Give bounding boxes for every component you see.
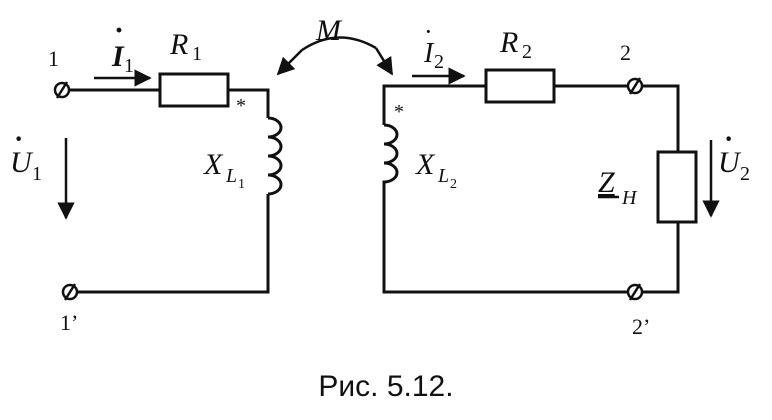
resistor-r1 — [158, 72, 230, 108]
u1-dot: · — [14, 124, 23, 155]
u1-symbol: U — [10, 146, 34, 179]
xl2-subsubscript: 2 — [450, 177, 457, 192]
terminal-1-prime — [61, 283, 79, 301]
u1-subscript: 1 — [32, 163, 42, 185]
mutual-arc — [301, 36, 377, 52]
mutual-label: M — [315, 14, 343, 47]
r1-subscript: 1 — [192, 43, 202, 65]
dot-mark-right: * — [394, 101, 404, 123]
r2-subscript: 2 — [522, 41, 532, 63]
xl1-subsubscript: 1 — [238, 177, 245, 192]
i1-subscript: 1 — [124, 55, 134, 77]
zh-subscript: H — [621, 187, 638, 209]
terminal-1p-label: 1’ — [60, 310, 78, 335]
primary-wires — [68, 88, 270, 294]
terminal-1 — [53, 81, 71, 99]
xl2-symbol: X — [415, 148, 436, 181]
xl2-subscript: L — [437, 165, 449, 187]
dot-mark-left: * — [236, 95, 246, 117]
inductor-l1 — [267, 116, 283, 196]
u2-subscript: 2 — [740, 163, 750, 185]
xl1-symbol: X — [203, 148, 224, 181]
terminal-2-prime — [626, 283, 644, 301]
resistor-r2 — [484, 68, 556, 104]
xl1-subscript: L — [225, 165, 237, 187]
figure-caption: Рис. 5.12. — [318, 370, 453, 403]
r1-symbol: R — [169, 28, 188, 61]
i2-symbol: I — [423, 38, 435, 69]
inductor-l2 — [382, 123, 399, 200]
u2-symbol: U — [718, 146, 742, 179]
zh-symbol: Z — [598, 166, 615, 199]
secondary-wires — [382, 84, 680, 294]
terminal-2 — [626, 77, 644, 95]
i1-symbol: I — [111, 40, 125, 73]
i2-subscript: 2 — [434, 51, 444, 73]
terminal-2p-label: 2’ — [632, 314, 650, 339]
r2-symbol: R — [499, 26, 518, 59]
load-zh — [656, 150, 698, 224]
i2-dot: · — [424, 17, 433, 46]
terminal-2-label: 2 — [620, 40, 631, 65]
u2-dot: · — [724, 124, 733, 155]
i1-dot: · — [114, 14, 124, 47]
terminal-1-label: 1 — [48, 46, 59, 71]
